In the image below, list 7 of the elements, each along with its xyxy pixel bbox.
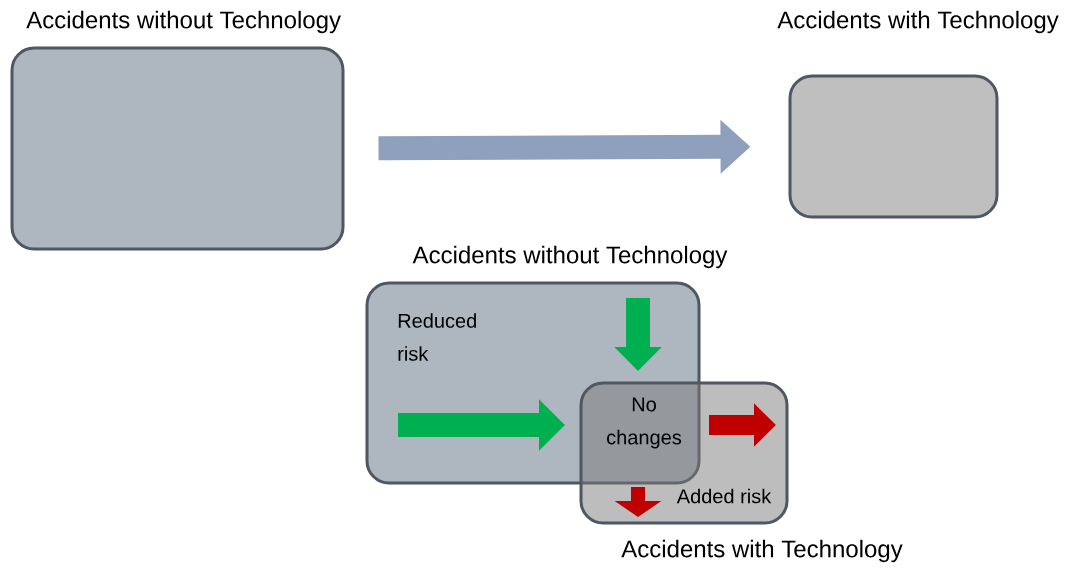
node-label: Accidents without Technology <box>412 245 728 269</box>
rounded-box: Accidents without Technology <box>10 10 345 251</box>
node-label: Accidents with Technology <box>621 539 903 563</box>
node-label: Accidents without Technology <box>26 10 341 34</box>
rounded-box: Accidents with Technology <box>777 10 1059 219</box>
overlap-label: No changes <box>607 397 682 449</box>
node-label: Accidents with Technology <box>777 10 1059 34</box>
